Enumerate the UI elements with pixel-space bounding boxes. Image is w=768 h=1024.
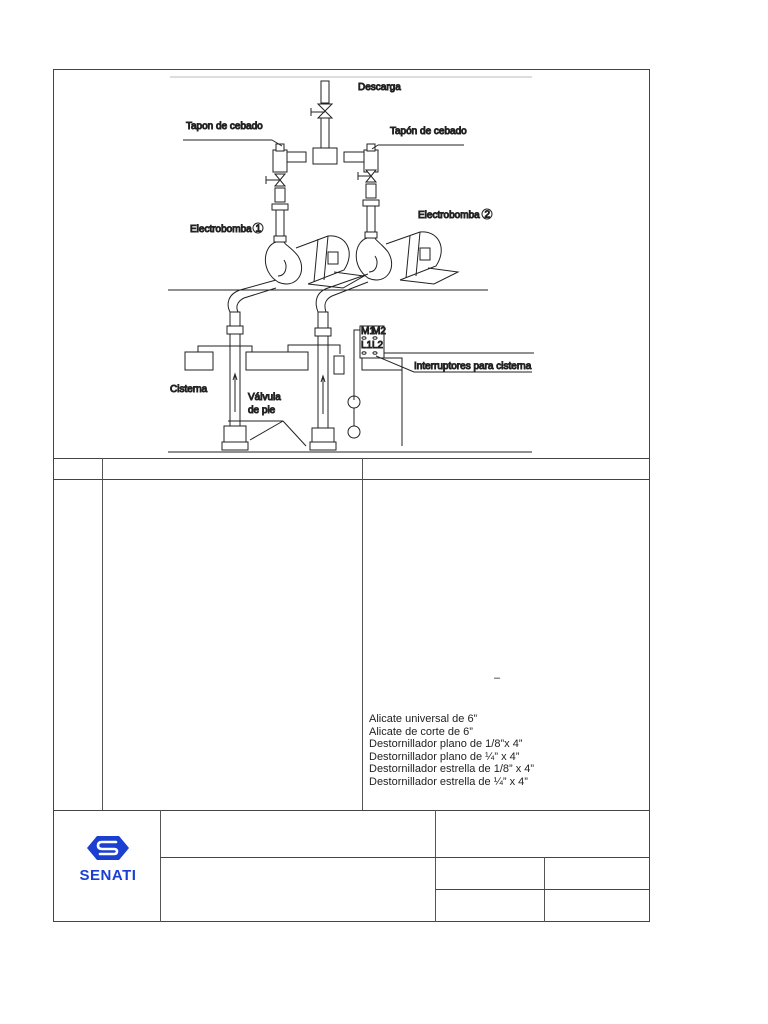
- footer-grid-cell: [436, 890, 544, 921]
- pump-1-number: 1: [256, 224, 262, 235]
- tool-item: Destornillador estrella de 1/8” x 4”: [369, 763, 535, 776]
- switch-m1: M1: [361, 326, 375, 337]
- footer-title-cell: [161, 811, 435, 857]
- table-header-cell-1: [54, 459, 102, 479]
- footer-subtitle-cell: [161, 858, 435, 921]
- label-switches: Interruptores para cisterna: [414, 361, 532, 372]
- table-header-cell-2: [103, 459, 362, 479]
- senati-logo-icon: [87, 836, 129, 860]
- tool-item: Destornillador plano de ¼” x 4”: [369, 750, 520, 763]
- footer-top-border: [53, 810, 650, 811]
- label-priming-plug-right: Tapón de cebado: [390, 126, 467, 137]
- footer-col-divider: [435, 810, 436, 922]
- table-col-divider-2: [362, 458, 363, 810]
- label-priming-plug-left: Tapon de cebado: [186, 121, 263, 132]
- footer-logo-divider: [160, 810, 161, 922]
- pump-2-number: 2: [485, 210, 491, 221]
- tools-list: Alicate universal de 6” Alicate de corte…: [369, 713, 534, 789]
- footer-mid-border: [160, 857, 650, 858]
- label-discharge: Descarga: [358, 82, 401, 93]
- footer-grid-row-border: [435, 889, 650, 890]
- footer-right-top-cell: [436, 811, 649, 857]
- table-header-bottom-border: [53, 479, 650, 480]
- label-pump-1: Electrobomba: [190, 224, 252, 235]
- tool-item: Destornillador estrella de ¼” x 4”: [369, 775, 528, 788]
- footer-grid-cell: [545, 890, 649, 921]
- label-pump-2: Electrobomba: [418, 210, 480, 221]
- switch-l1: L1: [361, 340, 373, 351]
- footer-grid-cell: [545, 858, 649, 889]
- pump-installation-diagram: Descarga Tapon de cebado Tapón de cebado…: [168, 76, 534, 456]
- dash-mark: –: [494, 672, 501, 684]
- document-frame: [53, 69, 650, 922]
- table-header-cell-3: [363, 459, 649, 479]
- switch-l2: L2: [372, 340, 384, 351]
- senati-logo: SENATI: [62, 835, 154, 887]
- footer-grid-cell: [436, 858, 544, 889]
- tool-item: Alicate de corte de 6”: [369, 725, 473, 738]
- table-body-cell-2: [103, 481, 362, 809]
- switch-m2: M2: [372, 326, 386, 337]
- electric-pump-2: [355, 231, 460, 285]
- label-cistern: Cisterna: [170, 384, 208, 395]
- tool-item: Alicate universal de 6”: [369, 713, 478, 725]
- label-foot-valve-2: de pie: [248, 405, 276, 416]
- electric-pump-1: [264, 235, 366, 289]
- label-foot-valve-1: Válvula: [248, 392, 281, 403]
- table-body-cell-1: [54, 481, 102, 809]
- senati-logo-text: SENATI: [79, 867, 137, 884]
- table-col-divider-1: [102, 458, 103, 810]
- tool-item: Destornillador plano de 1/8”x 4”: [369, 738, 523, 751]
- table-top-border: [53, 458, 650, 459]
